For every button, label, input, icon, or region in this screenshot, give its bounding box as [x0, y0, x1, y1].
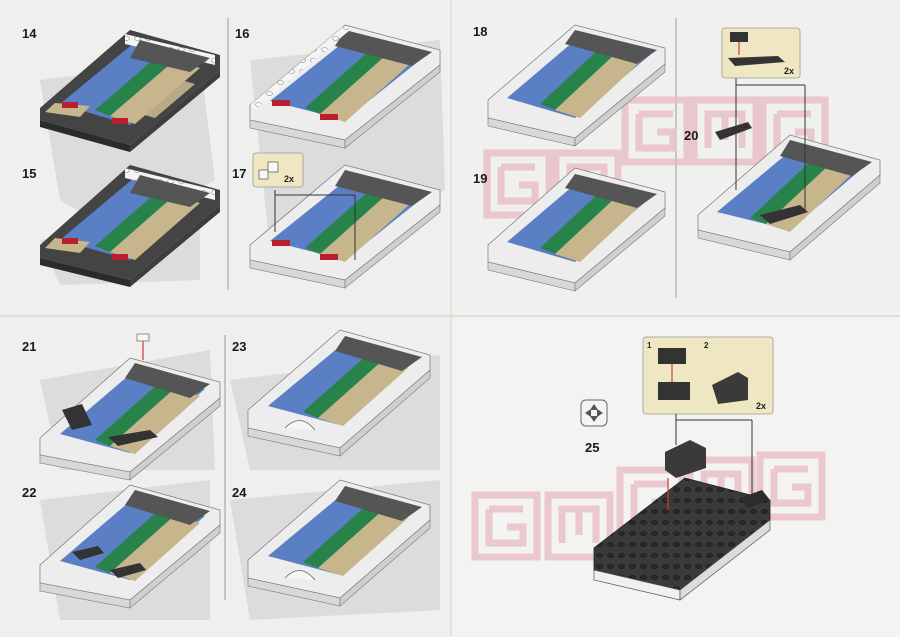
step-number-15: 15 [22, 166, 36, 181]
model-step-19 [487, 167, 666, 292]
step-number-17: 17 [232, 166, 246, 181]
callout-box-step-25 [642, 336, 774, 415]
step-number-21: 21 [22, 339, 36, 354]
model-step-18 [487, 24, 666, 147]
step-number-16: 16 [235, 26, 249, 41]
model-step-15 [40, 165, 220, 287]
callout-box-step-20 [721, 27, 801, 79]
callout-quantity-17: 2x [284, 174, 294, 184]
callout-index-2: 2 [704, 341, 709, 350]
model-step-17 [249, 164, 441, 289]
step-number-18: 18 [473, 24, 487, 39]
step-number-22: 22 [22, 485, 36, 500]
model-step-24 [247, 479, 431, 607]
callout-box-step-17 [252, 152, 304, 188]
model-step-20 [697, 78, 881, 261]
model-step-23 [247, 329, 431, 457]
model-step-25 [593, 414, 771, 601]
model-step-16 [249, 24, 441, 149]
rotate-model-icon [580, 399, 608, 427]
step-number-20: 20 [684, 128, 698, 143]
model-step-22 [39, 484, 221, 609]
model-step-14 [40, 30, 220, 152]
callout-quantity-20: 2x [784, 66, 794, 76]
step-number-24: 24 [232, 485, 247, 500]
step-number-25: 25 [585, 440, 599, 455]
callout-index-1: 1 [647, 341, 652, 350]
step-number-14: 14 [22, 26, 37, 41]
step-number-23: 23 [232, 339, 246, 354]
callout-quantity-25: 2x [756, 401, 766, 411]
model-step-21 [39, 333, 221, 481]
step-number-19: 19 [473, 171, 487, 186]
